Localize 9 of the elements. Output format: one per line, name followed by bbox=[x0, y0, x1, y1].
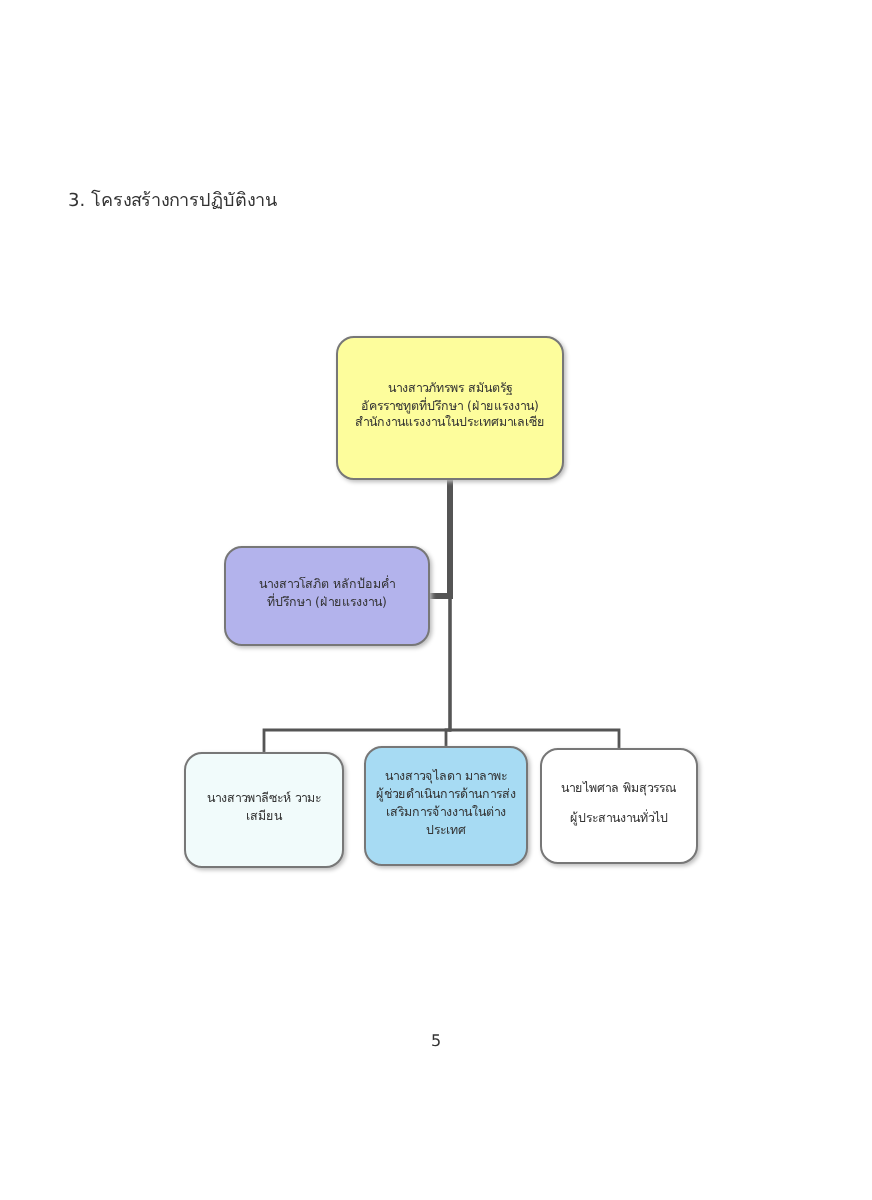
page-number: 5 bbox=[428, 1032, 444, 1050]
org-box bbox=[184, 752, 344, 868]
org-box bbox=[336, 336, 564, 480]
connector-line bbox=[430, 480, 453, 599]
connector-line bbox=[448, 480, 621, 748]
org-box bbox=[364, 746, 528, 866]
org-box bbox=[540, 748, 698, 864]
org-box bbox=[224, 546, 430, 646]
page-heading: 3. โครงสร้างการปฏิบัติงาน bbox=[68, 187, 277, 214]
